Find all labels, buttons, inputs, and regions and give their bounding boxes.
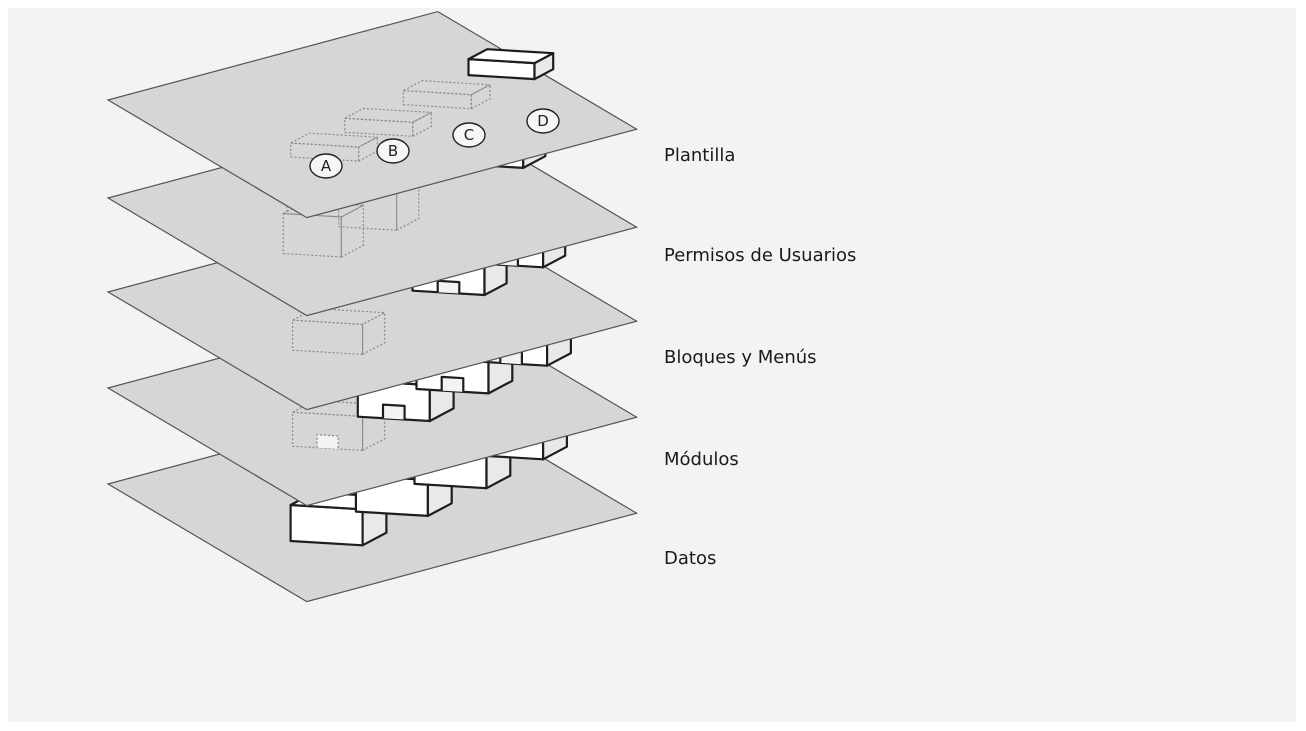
marker-c-icon: C [452, 122, 486, 148]
layer-label-plantilla: Plantilla [664, 145, 736, 166]
layer-label-bloques: Bloques y Menús [664, 347, 817, 368]
layer-label-permisos: Permisos de Usuarios [664, 245, 857, 266]
marker-b-label: B [388, 142, 398, 160]
marker-b-icon: B [376, 138, 410, 164]
layer-stack-diagram: A B C D [106, 10, 639, 603]
marker-d-icon: D [526, 108, 560, 134]
marker-a-icon: A [309, 153, 343, 179]
template-slot-ghost-2 [344, 107, 432, 137]
layer-label-modulos: Módulos [664, 449, 739, 470]
marker-a-label: A [321, 157, 332, 175]
template-slot-d [467, 48, 555, 81]
layer-plantilla: A B C D [106, 10, 639, 219]
marker-c-label: C [464, 126, 474, 144]
marker-d-label: D [537, 112, 549, 130]
template-slot-ghost-3 [402, 80, 491, 110]
diagram-canvas: A B C D Plantilla Permisos de Usuarios Bloq… [8, 8, 1296, 722]
layer-label-datos: Datos [664, 548, 717, 569]
